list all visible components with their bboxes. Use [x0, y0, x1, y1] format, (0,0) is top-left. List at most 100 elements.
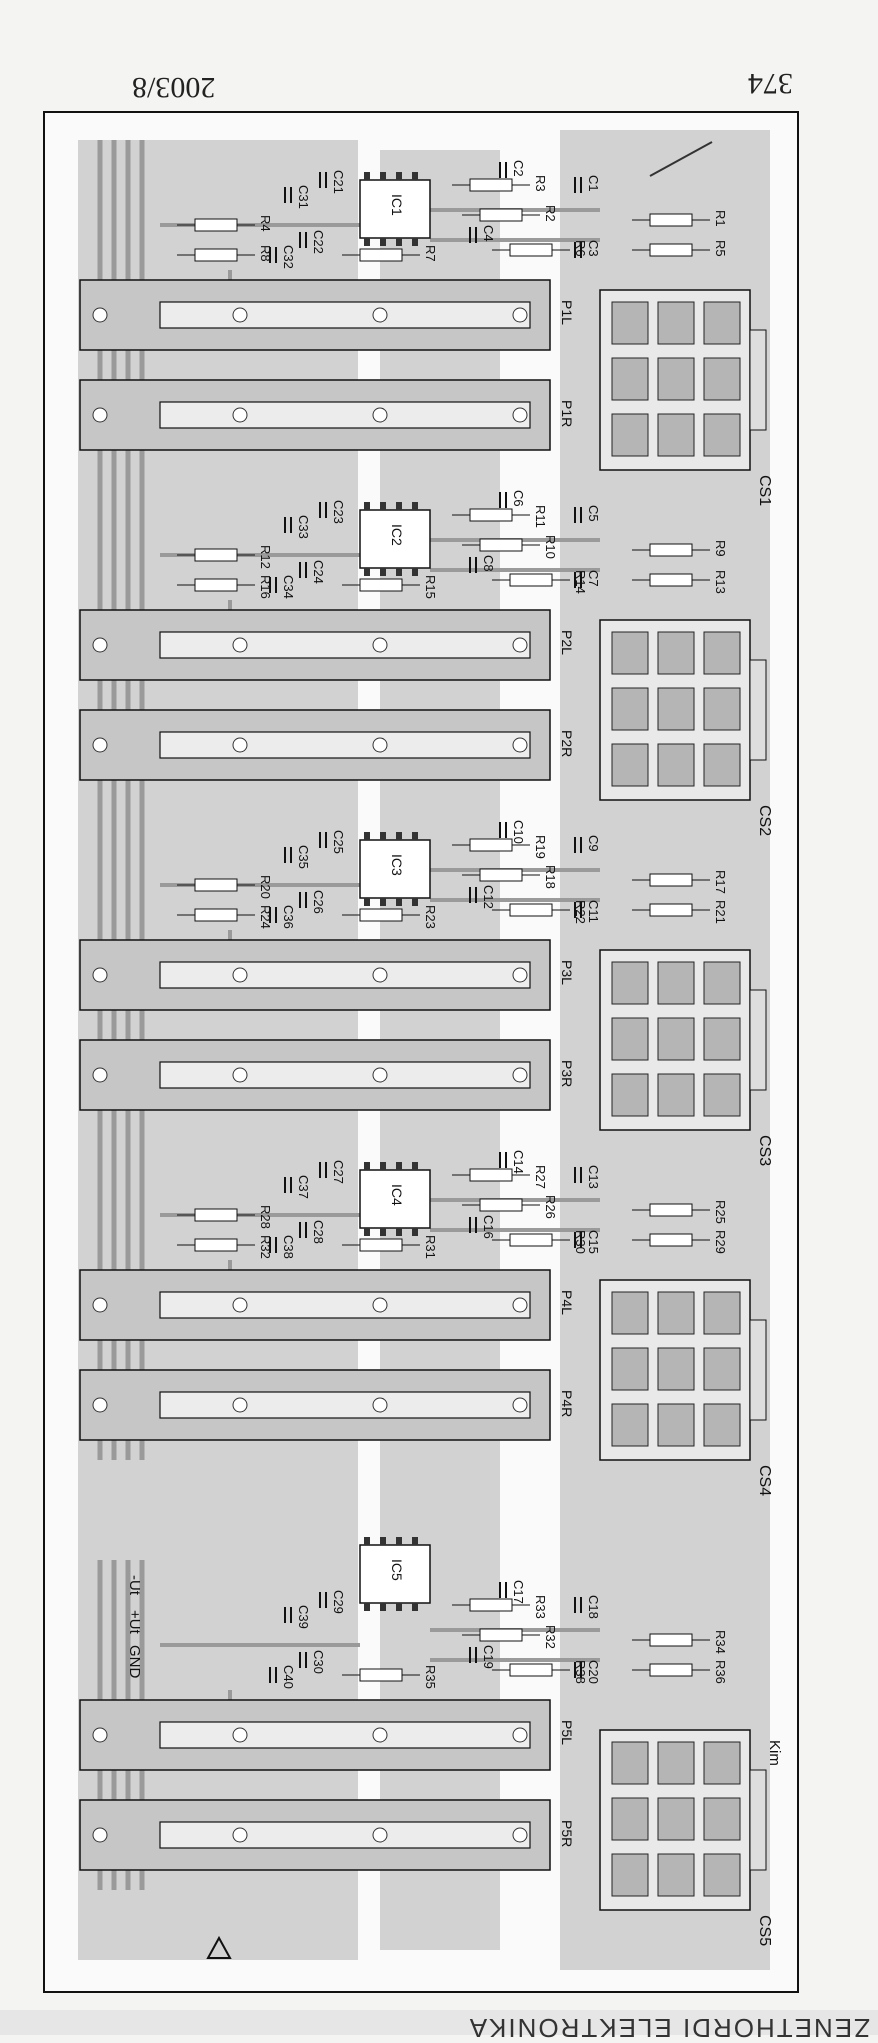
ic-pin: [412, 1603, 418, 1611]
orientation-mark: [206, 1935, 232, 1959]
resistor: [359, 1238, 403, 1252]
capacitor-label: C37: [296, 1175, 311, 1199]
resistor-label: R4: [258, 215, 273, 232]
connector-pin: [657, 631, 695, 675]
capacitor-label: C3: [586, 240, 601, 257]
resistor-label: R33: [533, 1595, 548, 1619]
ic-label: IC2: [389, 524, 405, 546]
pot-label: P5L: [559, 1720, 575, 1745]
ic-pin: [396, 1162, 402, 1170]
resistor-label: R26: [543, 1195, 558, 1219]
capacitor-label: C1: [586, 175, 601, 192]
connector-pin: [611, 1073, 649, 1117]
pot-label: P5R: [559, 1820, 575, 1847]
ic-pin: [412, 568, 418, 576]
ic-pin: [364, 1603, 370, 1611]
resistor-label: R21: [713, 900, 728, 924]
connector-pin: [611, 1741, 649, 1785]
resistor: [649, 873, 693, 887]
solder-pad: [232, 967, 248, 983]
resistor: [509, 573, 553, 587]
capacitor-label: C13: [586, 1165, 601, 1189]
connector-pin: [657, 1347, 695, 1391]
capacitor-label: C30: [311, 1650, 326, 1674]
capacitor-label: C32: [281, 245, 296, 269]
capacitor-label: C29: [331, 1590, 346, 1614]
ic-pin: [412, 1228, 418, 1236]
connector-pin: [611, 1797, 649, 1841]
solder-pad: [512, 737, 528, 753]
solder-pad: [92, 1727, 108, 1743]
resistor-label: R25: [713, 1200, 728, 1224]
ic-pin: [364, 1537, 370, 1545]
resistor: [359, 578, 403, 592]
connector-pin: [611, 961, 649, 1005]
capacitor-label: C26: [311, 890, 326, 914]
connector-pin: [657, 357, 695, 401]
resistor: [649, 573, 693, 587]
connector-tab: [749, 659, 767, 761]
resistor: [649, 1233, 693, 1247]
capacitor-label: C11: [586, 900, 601, 923]
ic-pin: [396, 1537, 402, 1545]
resistor-label: R12: [258, 545, 273, 569]
ic-pin: [364, 832, 370, 840]
pot-label: P4R: [559, 1390, 575, 1417]
capacitor-label: C27: [331, 1160, 346, 1184]
footer-text: ZENETHORDI ELEKTRONIKA: [467, 2013, 870, 2043]
ic-pin: [412, 898, 418, 906]
ic-pin: [396, 172, 402, 180]
ic-pin: [364, 172, 370, 180]
connector-pin: [703, 1403, 741, 1447]
capacitor-label: C21: [331, 170, 346, 194]
ic-pin: [364, 1228, 370, 1236]
ic-pin: [364, 238, 370, 246]
capacitor-label: C19: [481, 1645, 496, 1669]
ic-pin: [380, 1537, 386, 1545]
solder-pad: [372, 1297, 388, 1313]
ic-pin: [364, 898, 370, 906]
solder-pad: [92, 737, 108, 753]
connector-pin: [611, 301, 649, 345]
solder-pad: [372, 1397, 388, 1413]
connector-pin: [703, 1073, 741, 1117]
resistor-label: R27: [533, 1165, 548, 1189]
solder-pad: [92, 1297, 108, 1313]
connector-pin: [657, 687, 695, 731]
potentiometer-slot: [159, 631, 531, 659]
potentiometer-slot: [159, 1061, 531, 1089]
resistor: [649, 243, 693, 257]
solder-pad: [372, 737, 388, 753]
ic-pin: [396, 898, 402, 906]
solder-pad: [512, 1297, 528, 1313]
connector-pin: [611, 357, 649, 401]
capacitor-label: C10: [511, 820, 526, 844]
ic-pin: [364, 568, 370, 576]
solder-pad: [512, 407, 528, 423]
ic-pin: [396, 1228, 402, 1236]
resistor-label: R29: [713, 1230, 728, 1254]
resistor-label: R5: [713, 240, 728, 257]
ic-pin: [364, 1162, 370, 1170]
resistor-label: R32: [543, 1625, 558, 1649]
connector-pin: [657, 301, 695, 345]
resistor: [649, 1633, 693, 1647]
capacitor-label: C25: [331, 830, 346, 854]
resistor: [194, 1238, 238, 1252]
ic-pin: [412, 502, 418, 510]
solder-pad: [512, 307, 528, 323]
resistor-label: R17: [713, 870, 728, 894]
cut-mark: [649, 141, 713, 177]
resistor-label: R31: [423, 1235, 438, 1259]
resistor: [509, 903, 553, 917]
ic-body: [359, 839, 431, 899]
resistor: [509, 1663, 553, 1677]
capacitor-label: C34: [281, 575, 296, 599]
ic-label: IC1: [389, 194, 405, 216]
resistor: [194, 578, 238, 592]
ic-body: [359, 179, 431, 239]
resistor-label: R36: [713, 1660, 728, 1684]
resistor: [479, 1628, 523, 1642]
ic-pin: [412, 172, 418, 180]
solder-pad: [372, 1727, 388, 1743]
